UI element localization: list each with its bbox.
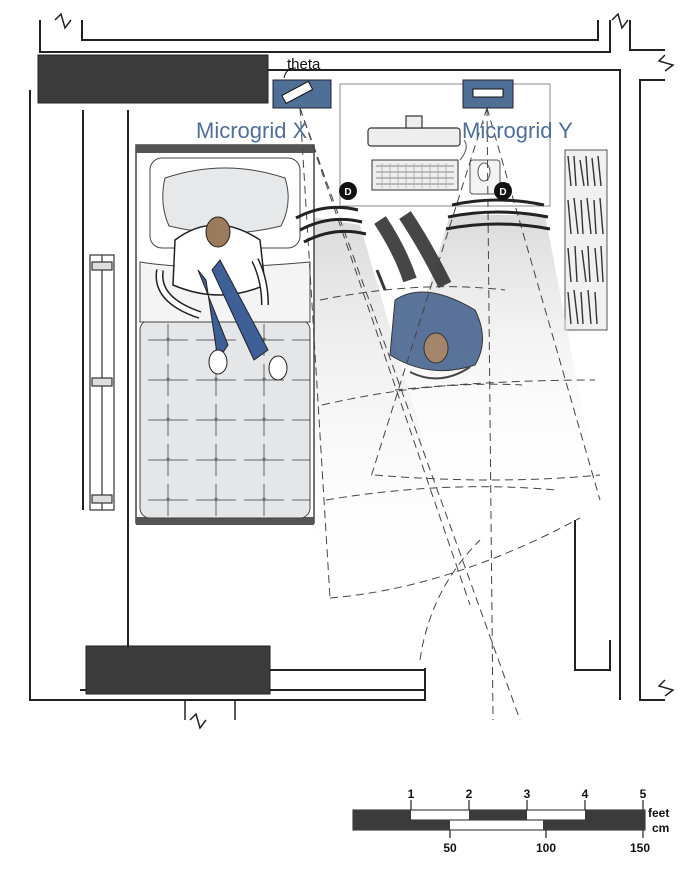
scale-cm-unit: cm <box>652 821 669 835</box>
mouse-pad <box>459 139 501 195</box>
scale-cm-seg-1 <box>353 820 450 830</box>
scale-cm-tick-150: 150 <box>630 841 650 855</box>
scale-cm-tick-50: 50 <box>443 841 457 855</box>
scale-feet-tick-1: 1 <box>408 787 415 801</box>
window-left <box>89 254 115 511</box>
svg-text:D: D <box>344 187 351 198</box>
microgrid-y-panel <box>462 79 514 109</box>
sensor-x-mark: D <box>339 182 357 200</box>
scale-feet-tick-3: 3 <box>524 787 531 801</box>
sensor-y-mark: D <box>494 182 512 200</box>
scale-feet-seg-5 <box>585 810 645 820</box>
scale-feet-seg-1 <box>353 810 411 820</box>
scale-feet-unit: feet <box>648 806 669 820</box>
svg-text:D: D <box>499 187 506 198</box>
scale-feet-tick-5: 5 <box>640 787 647 801</box>
scale-cm-seg-3 <box>543 820 645 830</box>
computer-monitor <box>367 115 461 147</box>
scale-feet-seg-3 <box>469 810 527 820</box>
microgrid-x-label: Microgrid X <box>196 118 308 143</box>
scale-feet-tick-2: 2 <box>466 787 473 801</box>
bookshelf <box>564 149 608 331</box>
sensor-x-waves <box>295 205 367 244</box>
person-lying <box>155 216 288 381</box>
microgrid-y-label: Microgrid Y <box>462 118 573 143</box>
scale-bar: 1 2 3 4 5 feet cm 50 100 150 <box>352 787 669 855</box>
pillow <box>162 167 289 234</box>
bed <box>135 144 315 525</box>
wall-block-top <box>37 54 269 104</box>
wall-block-bottom <box>85 645 271 695</box>
wall-break-marks <box>54 12 675 730</box>
sensor-y-field <box>370 215 600 500</box>
sensor-y-waves <box>445 198 551 231</box>
person-standing <box>374 211 483 380</box>
scale-cm-tick-100: 100 <box>536 841 556 855</box>
keyboard <box>371 159 459 191</box>
microgrid-x-panel <box>272 79 332 109</box>
sensing-grid-lines <box>299 107 601 721</box>
theta-label: theta <box>287 56 321 73</box>
sensor-x-field <box>300 215 470 600</box>
theta-angle-mark <box>283 67 297 79</box>
scale-feet-tick-4: 4 <box>582 787 589 801</box>
